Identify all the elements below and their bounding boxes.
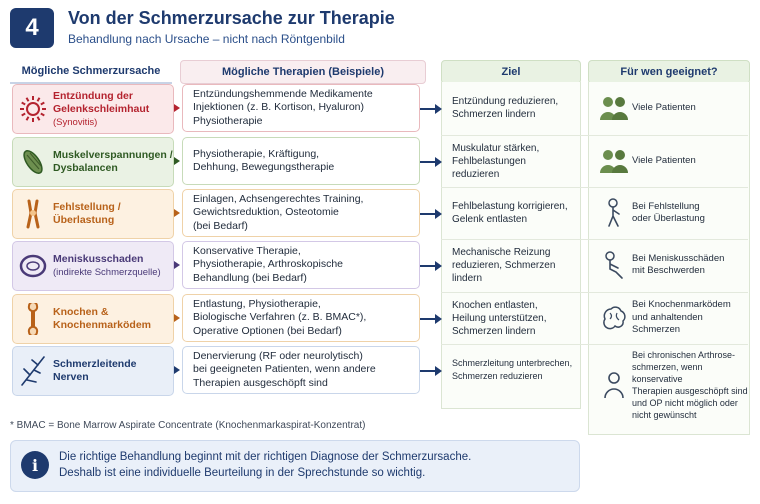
- row-divider: [441, 239, 748, 240]
- inflammation-icon: [13, 95, 53, 123]
- for-whom-entry: Viele Patienten: [596, 137, 748, 185]
- therapy-card: Physiotherapie, Kräftigung,Dehhung, Bewe…: [182, 137, 420, 185]
- row-divider: [441, 344, 748, 345]
- column-header-causes: Mögliche Schmerzursache: [10, 60, 172, 84]
- arrow-right-icon: [420, 104, 442, 114]
- column-header-therapies: Mögliche Therapien (Beispiele): [180, 60, 426, 84]
- section-number-badge: 4: [10, 8, 54, 48]
- info-line-1: Die richtige Behandlung beginnt mit der …: [59, 451, 472, 463]
- nerve-icon: [13, 355, 53, 387]
- brain-icon: [596, 305, 632, 331]
- for-whom-entry: Viele Patienten: [596, 84, 748, 132]
- arrow-right-icon: [420, 261, 442, 271]
- goal-text: Schmerzleitung unterbrechen,Schmerzen re…: [452, 358, 573, 381]
- therapy-card: Entlastung, Physiotherapie,Biologische V…: [182, 294, 420, 342]
- cause-card: Fehlstellung /Überlastung: [12, 189, 174, 239]
- cause-label: Knochen &Knochenmarködem: [53, 306, 152, 331]
- arrow-right-icon: [420, 209, 442, 219]
- therapy-card: Denervierung (RF oder neurolytisch)bei g…: [182, 346, 420, 394]
- arrow-right-icon: [420, 157, 442, 167]
- for-whom-column-panel: [588, 82, 750, 435]
- cause-label: Fehlstellung /Überlastung: [53, 201, 121, 226]
- pointer-triangle-icon: [174, 314, 180, 322]
- goal-column-panel: [441, 82, 581, 409]
- pointer-triangle-icon: [174, 366, 180, 374]
- cause-card: Meniskusschaden(indirekte Schmerzquelle): [12, 241, 174, 291]
- pointer-triangle-icon: [174, 157, 180, 165]
- person-icon: [596, 371, 632, 399]
- cause-label: Muskelverspannungen /Dysbalancen: [53, 149, 173, 174]
- arrow-right-icon: [420, 314, 442, 324]
- pointer-triangle-icon: [174, 209, 180, 217]
- cause-label: Meniskusschaden(indirekte Schmerzquelle): [53, 253, 161, 278]
- knee-examination-icon: [596, 250, 632, 280]
- footnote: * BMAC = Bone Marrow Aspirate Concentrat…: [10, 420, 366, 431]
- info-icon: i: [21, 451, 49, 479]
- info-line-2: Deshalb ist eine individuelle Beurteilun…: [59, 467, 426, 479]
- info-text: Die richtige Behandlung beginnt mit der …: [59, 449, 471, 481]
- pointer-triangle-icon: [174, 104, 180, 112]
- row-divider: [441, 292, 748, 293]
- cause-card: Muskelverspannungen /Dysbalancen: [12, 137, 174, 187]
- meniscus-icon: [13, 252, 53, 280]
- therapy-card: Konservative Therapie,Physiotherapie, Ar…: [182, 241, 420, 289]
- leg-alignment-icon: [13, 199, 53, 229]
- row-divider: [441, 135, 748, 136]
- goal-text: Fehlbelastung korrigieren,Gelenk entlast…: [452, 201, 568, 225]
- therapy-card: Einlagen, Achsengerechtes Training,Gewic…: [182, 189, 420, 237]
- goal-text: Entzündung reduzieren,Schmerzen lindern: [452, 96, 559, 120]
- knee-pain-person-icon: [596, 198, 632, 228]
- row-divider: [441, 187, 748, 188]
- page-title: Von der Schmerzursache zur Therapie: [68, 8, 395, 28]
- page-subtitle: Behandlung nach Ursache – nicht nach Rön…: [68, 32, 345, 46]
- group-icon: [596, 148, 632, 174]
- bone-icon: [13, 303, 53, 335]
- column-header-goal: Ziel: [441, 60, 581, 84]
- for-whom-entry: Bei chronischen Arthrose-schmerzen, wenn…: [596, 346, 748, 424]
- cause-card: Knochen &Knochenmarködem: [12, 294, 174, 344]
- column-header-for-whom: Für wen geeignet?: [588, 60, 750, 84]
- pointer-triangle-icon: [174, 261, 180, 269]
- info-box: i Die richtige Behandlung beginnt mit de…: [10, 440, 580, 492]
- group-icon: [596, 95, 632, 121]
- muscle-icon: [13, 147, 53, 177]
- goal-text: Knochen entlasten,Heilung unterstützen,S…: [452, 299, 547, 337]
- arrow-right-icon: [420, 366, 442, 376]
